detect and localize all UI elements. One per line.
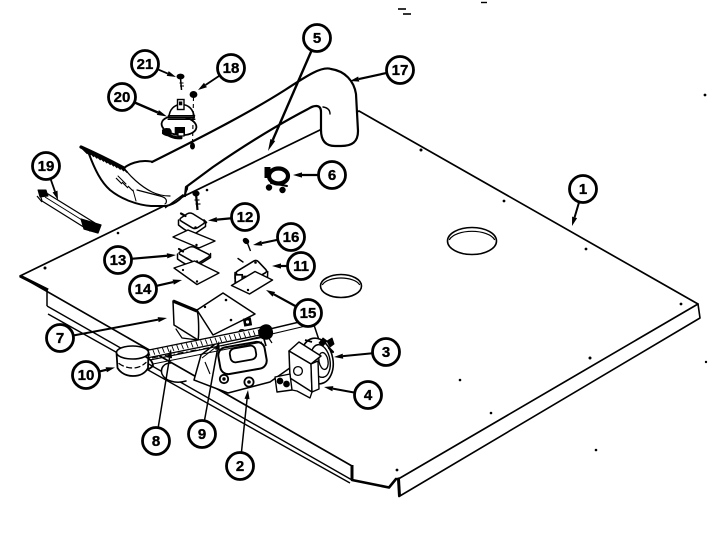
svg-text:21: 21: [137, 56, 154, 73]
svg-text:15: 15: [300, 305, 317, 322]
svg-text:17: 17: [392, 62, 409, 79]
svg-text:3: 3: [382, 344, 390, 361]
svg-text:8: 8: [152, 433, 160, 450]
svg-text:4: 4: [364, 387, 373, 404]
svg-text:19: 19: [38, 158, 55, 175]
svg-text:20: 20: [114, 89, 131, 106]
svg-text:7: 7: [56, 330, 64, 347]
svg-text:2: 2: [236, 458, 244, 475]
svg-text:5: 5: [313, 30, 321, 47]
svg-text:10: 10: [78, 367, 95, 384]
svg-text:18: 18: [223, 60, 240, 77]
svg-text:6: 6: [328, 167, 336, 184]
svg-text:11: 11: [293, 258, 309, 275]
svg-text:1: 1: [579, 181, 587, 198]
svg-text:16: 16: [283, 229, 300, 246]
svg-text:12: 12: [237, 209, 254, 226]
svg-text:14: 14: [135, 281, 152, 298]
svg-text:13: 13: [110, 252, 127, 269]
svg-text:9: 9: [198, 426, 206, 443]
